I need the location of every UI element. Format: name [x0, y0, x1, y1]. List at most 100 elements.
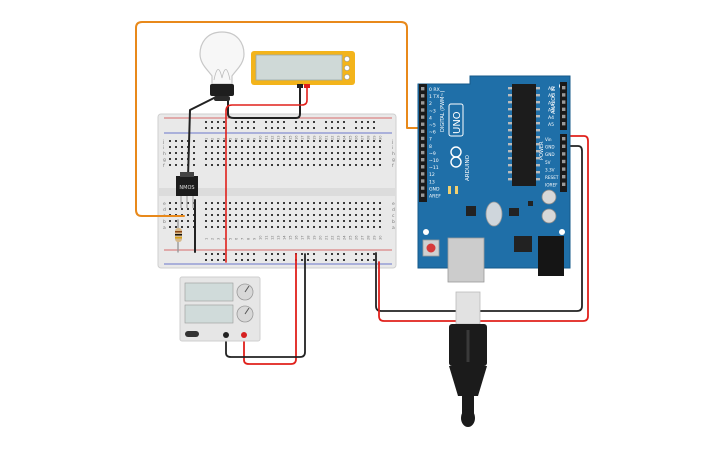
breadboard-column-numbers: 1122334455667788991010111112121313141415…: [205, 135, 383, 240]
column-number-bottom: 30: [379, 235, 383, 240]
column-number-bottom: 6: [235, 237, 239, 240]
power-pin-label: 3.3V: [545, 167, 555, 172]
row-letter-right: j: [391, 139, 393, 145]
digital-pin[interactable]: [421, 186, 425, 190]
analog-pin-label: A0: [548, 86, 554, 92]
digital-pin-label: ~11: [429, 165, 439, 171]
black-wire-bulb[interactable]: [187, 95, 219, 179]
power-supply[interactable]: [179, 276, 261, 342]
capacitor-2: [541, 208, 557, 224]
usb-cable[interactable]: [449, 291, 487, 427]
red-wire-vin[interactable]: [378, 135, 589, 322]
power-pin[interactable]: [562, 152, 566, 156]
digital-pin-label: GND: [429, 186, 440, 192]
supply-terminal-positive[interactable]: [241, 332, 247, 338]
digital-pin[interactable]: [421, 193, 425, 197]
power-pin[interactable]: [562, 167, 566, 171]
column-number-top: 19: [313, 135, 317, 140]
digital-pin[interactable]: [421, 129, 425, 133]
column-number-bottom: 17: [301, 235, 305, 240]
row-letter-right: b: [392, 219, 395, 225]
digital-pin[interactable]: [421, 87, 425, 91]
analog-pin[interactable]: [562, 86, 566, 90]
column-number-top: 1: [205, 138, 209, 140]
analog-pin[interactable]: [562, 100, 566, 104]
column-number-top: 7: [241, 138, 245, 140]
multimeter[interactable]: [251, 51, 355, 88]
power-pin[interactable]: [562, 175, 566, 179]
column-number-top: 6: [235, 137, 239, 140]
power-pin[interactable]: [562, 182, 566, 186]
column-number-bottom: 19: [313, 235, 317, 240]
analog-pin[interactable]: [562, 107, 566, 111]
digital-pin-label: 13: [429, 179, 435, 185]
analog-pin[interactable]: [562, 114, 566, 119]
column-number-bottom: 12: [271, 235, 275, 240]
column-number-bottom: 21: [325, 235, 329, 240]
digital-pin[interactable]: [421, 101, 425, 105]
usb-port[interactable]: [447, 237, 485, 283]
multimeter-port-v[interactable]: [344, 65, 350, 71]
column-number-bottom: 1: [205, 238, 209, 240]
analog-power-header-pins[interactable]: [562, 86, 566, 186]
digital-pin[interactable]: [421, 136, 425, 141]
column-number-top: 25: [349, 135, 353, 140]
digital-pin[interactable]: [421, 172, 425, 176]
supply-terminal-negative[interactable]: [223, 332, 229, 338]
column-number-top: 27: [361, 135, 365, 140]
digital-header-pins[interactable]: [421, 87, 425, 197]
digital-pin[interactable]: [421, 158, 425, 162]
row-letter-left: i: [163, 145, 164, 151]
column-number-bottom: 5: [229, 238, 233, 240]
digital-pin[interactable]: [421, 179, 425, 183]
column-number-bottom: 11: [265, 235, 269, 240]
resistor[interactable]: [175, 228, 182, 242]
digital-pin[interactable]: [421, 94, 425, 98]
red-wire-supply[interactable]: [243, 253, 297, 365]
black-wire-gnd[interactable]: [375, 145, 583, 312]
digital-pin[interactable]: [421, 122, 425, 126]
analog-pin[interactable]: [562, 93, 566, 97]
power-pin[interactable]: [562, 137, 566, 141]
column-number-top: 24: [343, 135, 347, 140]
column-number-top: 22: [331, 135, 335, 140]
light-bulb[interactable]: [199, 31, 245, 101]
digital-pin[interactable]: [421, 115, 425, 119]
analog-pin-label: A4: [548, 115, 554, 121]
column-number-top: 21: [325, 135, 329, 140]
row-letter-left: f: [163, 163, 165, 169]
multimeter-port-com[interactable]: [344, 74, 350, 80]
digital-header-label: DIGITAL (PWM~): [440, 90, 446, 132]
column-number-top: 10: [259, 135, 263, 140]
black-wire-meter[interactable]: [227, 85, 301, 119]
column-number-top: 29: [373, 135, 377, 140]
column-number-top: 28: [367, 135, 371, 140]
column-number-top: 3: [217, 138, 221, 140]
digital-pin[interactable]: [421, 150, 425, 155]
power-pin[interactable]: [562, 159, 566, 164]
row-letter-left: e: [163, 202, 166, 207]
column-number-bottom: 4: [223, 237, 227, 240]
row-letter-right: c: [392, 214, 395, 219]
power-pin-label: GND: [545, 145, 555, 150]
column-number-top: 16: [295, 135, 299, 140]
digital-pin[interactable]: [421, 165, 425, 169]
multimeter-port-a[interactable]: [344, 56, 350, 62]
dc-barrel-jack[interactable]: [538, 236, 564, 276]
power-switch[interactable]: [185, 331, 199, 337]
mosfet[interactable]: NMOS: [176, 172, 198, 208]
column-number-top: 12: [271, 135, 275, 140]
row-letter-right: d: [392, 207, 395, 213]
analog-pin[interactable]: [562, 122, 566, 126]
digital-pin[interactable]: [421, 143, 425, 148]
black-wire-supply[interactable]: [225, 253, 306, 358]
wires[interactable]: [135, 21, 589, 365]
power-pin[interactable]: [562, 144, 566, 148]
digital-pin-label: 7: [429, 137, 432, 143]
red-wire-meter[interactable]: [225, 85, 308, 263]
digital-pin[interactable]: [421, 108, 425, 112]
orange-wire-gate[interactable]: [135, 21, 419, 217]
